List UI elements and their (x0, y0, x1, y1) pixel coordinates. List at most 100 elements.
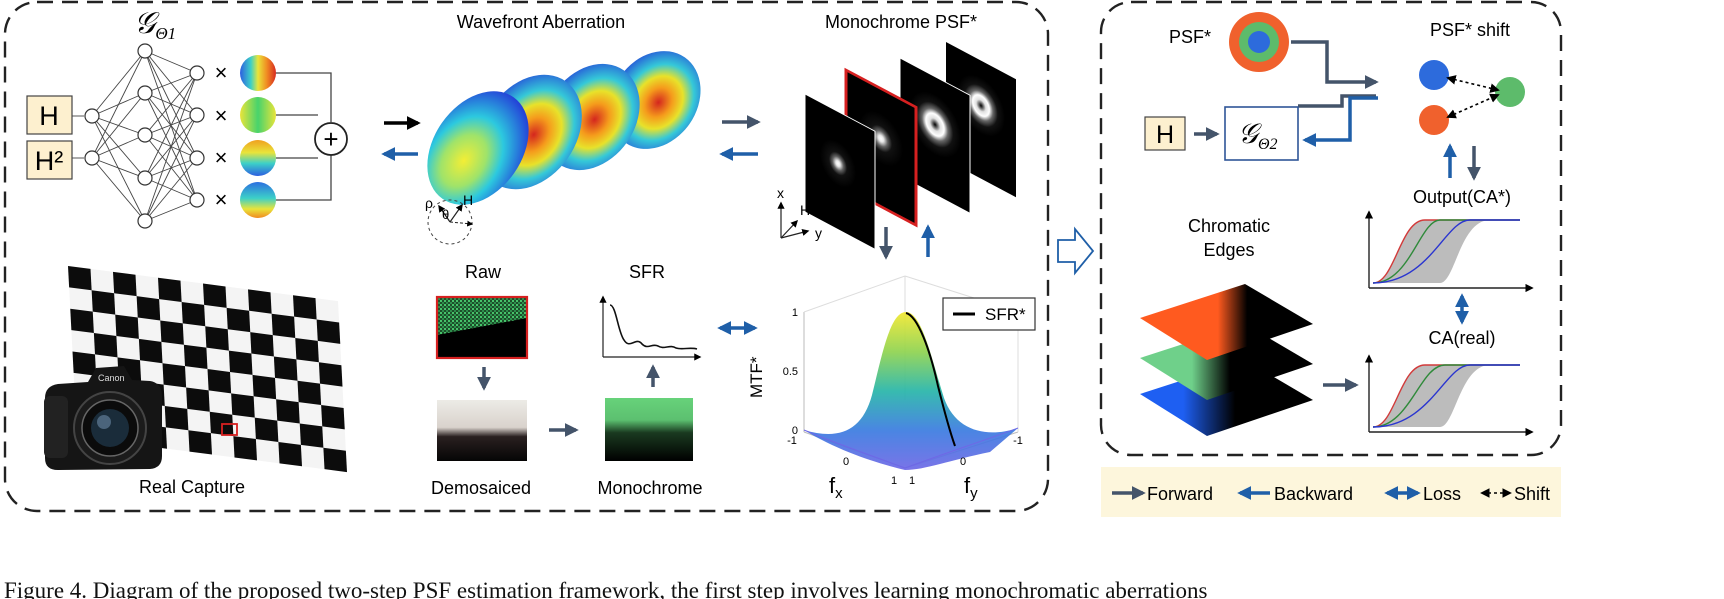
checkerboard-target (68, 266, 348, 473)
checker-square (323, 447, 348, 473)
legend-loss: Loss (1384, 484, 1461, 504)
input-h-label: H (39, 101, 59, 131)
psf-stack (804, 42, 1016, 250)
roi-marker (221, 423, 238, 436)
network-nodes (84, 43, 205, 229)
svg-text:1: 1 (891, 475, 897, 487)
svg-text:y: y (815, 225, 822, 241)
sfr-plot (599, 295, 702, 361)
zernike-terms: × × × × + (215, 55, 348, 218)
raw-image (435, 295, 529, 360)
psf-shift-dots (1419, 60, 1525, 135)
checker-square (231, 393, 255, 418)
svg-text:x: x (777, 185, 784, 201)
input-h-box (1144, 116, 1186, 151)
checker-square (136, 296, 161, 321)
ca-real-label: CA(real) (1428, 328, 1495, 348)
svg-text:fy: fy (964, 473, 978, 502)
svg-text:Backward: Backward (1274, 484, 1353, 504)
svg-text:SFR*: SFR* (985, 305, 1026, 324)
network-node (137, 43, 153, 59)
zernike-sphere-3 (240, 140, 276, 176)
checker-square (203, 283, 227, 308)
network-theta2-box (1224, 106, 1299, 161)
xyz-axes: x H y (777, 185, 822, 241)
checker-square (321, 405, 345, 430)
checker-square (228, 350, 253, 375)
svg-text:-1: -1 (1013, 435, 1023, 447)
multiply-symbol: × (215, 145, 228, 170)
svg-text:0: 0 (792, 425, 798, 437)
checker-square (250, 332, 274, 357)
sum-node (314, 122, 348, 156)
network-node (137, 213, 153, 229)
backward-connector (1302, 96, 1378, 147)
output-ca-plot (1364, 210, 1534, 293)
checker-square (248, 289, 272, 314)
checker-square (316, 319, 341, 344)
legend-shift: Shift (1480, 484, 1550, 504)
network-node (137, 170, 153, 186)
checker-square (113, 271, 137, 297)
svg-text:ρ: ρ (425, 195, 433, 211)
output-label: Output(CA*) (1413, 187, 1511, 207)
svg-text:H: H (800, 202, 810, 218)
checker-square (295, 338, 319, 363)
checker-square (158, 277, 182, 303)
legend-backward: Backward (1237, 484, 1353, 504)
svg-text:Loss: Loss (1423, 484, 1461, 504)
checker-square (115, 314, 139, 339)
checker-square (91, 290, 116, 315)
svg-text:MTF*: MTF* (747, 356, 766, 398)
checker-square (72, 351, 97, 376)
monochrome-label: Monochrome (597, 478, 702, 498)
wavefront-title: Wavefront Aberration (457, 12, 625, 32)
zernike-sphere-1 (240, 55, 276, 91)
input-h-box (26, 95, 73, 135)
chromatic-edge-layers (1140, 284, 1313, 436)
svg-text:Canon: Canon (98, 373, 125, 383)
input-h-label: H (1156, 121, 1174, 149)
edges-label: Edges (1203, 240, 1254, 260)
multiply-symbol: × (215, 60, 228, 85)
psf-target-icon (1229, 12, 1289, 72)
checker-square (318, 362, 343, 387)
multiply-symbol: × (215, 187, 228, 212)
network-label: 𝒢Θ1 (134, 7, 176, 43)
checker-square (164, 405, 189, 431)
checker-square (188, 430, 213, 455)
checker-square (276, 399, 300, 424)
forward-connector (1298, 94, 1376, 108)
sfr-title: SFR (629, 262, 665, 282)
svg-text:fx: fx (829, 473, 843, 502)
psf-label: PSF* (1169, 27, 1211, 47)
network-node (189, 65, 205, 81)
checker-square (226, 307, 251, 333)
svg-text:0: 0 (960, 456, 966, 468)
network-node (84, 108, 100, 124)
network-edges (72, 50, 198, 222)
checker-square (233, 436, 258, 461)
svg-text:1: 1 (792, 307, 798, 319)
svg-text:0.5: 0.5 (783, 366, 798, 378)
checker-square (254, 417, 279, 442)
checker-square (93, 333, 118, 358)
legend-forward: Forward (1112, 484, 1213, 504)
svg-text:0: 0 (843, 456, 849, 468)
checker-square (271, 313, 296, 339)
camera-image: Canon (44, 366, 162, 470)
stage-transition-arrow (1057, 226, 1095, 276)
checker-square (252, 374, 277, 400)
sum-symbol: + (323, 124, 338, 154)
svg-text:H: H (463, 192, 473, 208)
polar-coord-sketch: ρ θ H (425, 192, 474, 245)
checker-square (207, 369, 232, 394)
left-panel-frame (3, 0, 1050, 513)
demosaiced-image (437, 400, 527, 461)
wavefront-surfaces (427, 51, 701, 205)
monochrome-image (605, 398, 693, 461)
zernike-sphere-2 (240, 97, 276, 133)
svg-text:-1: -1 (787, 435, 797, 447)
framework-diagram: 𝒢Θ1 H H² × × × × + Wavefront Aberration (3, 0, 1563, 517)
checker-square (70, 308, 94, 334)
